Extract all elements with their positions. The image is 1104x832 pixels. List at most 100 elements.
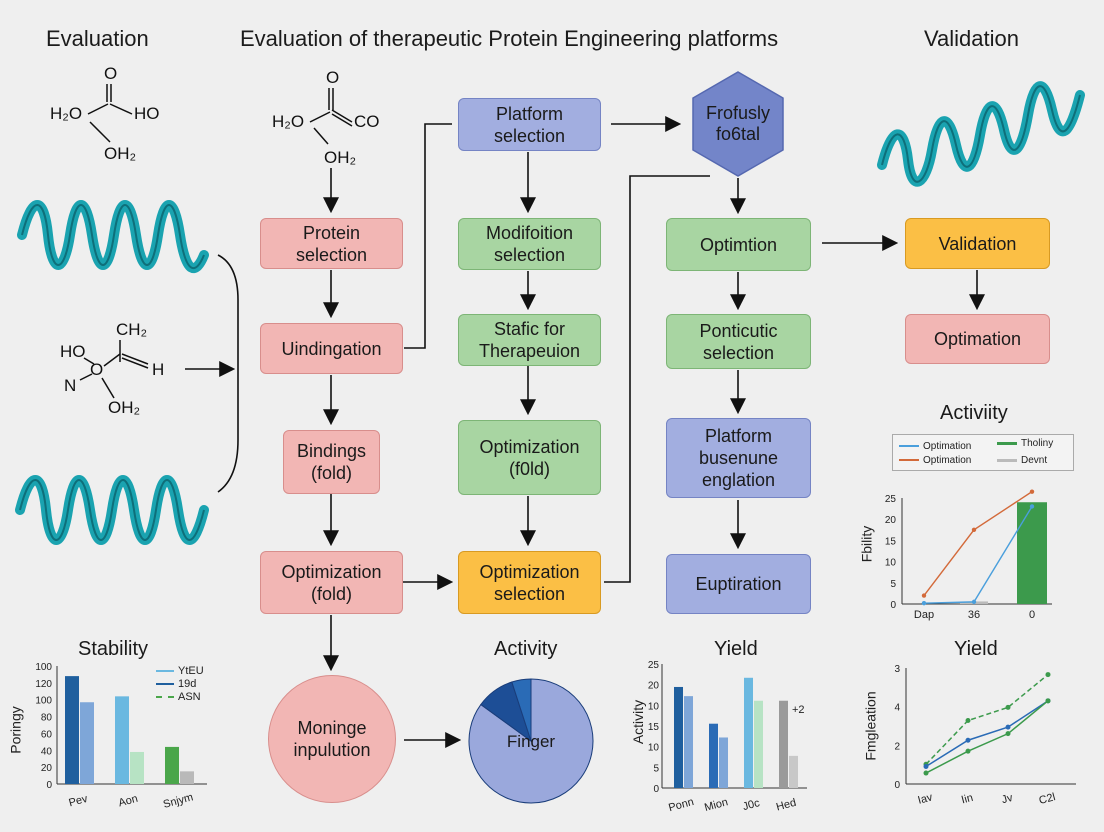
yield-bar-annotation: +2 xyxy=(792,704,805,716)
flow-circle-moninge: Moninge inpulution xyxy=(268,675,396,803)
right-header: Validation xyxy=(924,26,1019,51)
y-tick-label: 40 xyxy=(41,746,53,757)
y-tick-label: 10 xyxy=(648,743,660,754)
bar xyxy=(674,686,683,788)
series-line xyxy=(925,700,1049,768)
y-tick-label: 3 xyxy=(894,664,900,675)
flow-box-optimation: Optimation xyxy=(905,314,1050,364)
activiity-legend: Optimation Optimation Tholiny Devnt xyxy=(892,434,1074,471)
series-line xyxy=(923,491,1033,596)
page-title: Evaluation of therapeutic Protein Engine… xyxy=(240,26,779,51)
y-tick-label: 5 xyxy=(653,763,659,774)
y-tick-label: 0 xyxy=(46,780,52,791)
y-tick-label: 20 xyxy=(41,763,53,774)
activiity-y-label: Fbility xyxy=(858,525,875,563)
flow-box-uindingation: Uindingation xyxy=(260,323,403,374)
data-point xyxy=(921,600,927,606)
data-point xyxy=(1005,731,1011,737)
stability-legend: YtEU 19d ASN xyxy=(156,665,204,704)
activiity-chart-title: Activiity xyxy=(940,402,1008,424)
bar xyxy=(744,677,753,788)
x-tick-label: Ponn xyxy=(667,796,695,814)
series-line xyxy=(925,700,1049,774)
stability-chart-title: Stability xyxy=(78,638,149,660)
y-tick-label: 60 xyxy=(41,729,53,740)
legend-item: Optimation xyxy=(899,441,971,452)
left-header: Evaluation xyxy=(46,26,149,51)
y-tick-label: 10 xyxy=(648,701,660,712)
bar xyxy=(719,737,728,788)
legend-item: 19d xyxy=(156,678,204,691)
series-line xyxy=(923,506,1033,604)
bond-lines-icon xyxy=(79,340,149,399)
data-point xyxy=(1005,704,1011,710)
bar xyxy=(754,700,763,788)
data-point xyxy=(921,593,927,598)
data-point xyxy=(971,527,977,532)
bar xyxy=(165,746,179,784)
data-point xyxy=(971,599,977,605)
flow-box-platform-busenune: Platform busenune englation xyxy=(666,418,811,498)
flow-box-ponticutic-selection: Ponticutic selection xyxy=(666,314,811,369)
x-tick-label: 0 xyxy=(1029,609,1035,621)
x-tick-label: Iin xyxy=(960,792,974,807)
legend-swatch-icon xyxy=(997,458,1017,462)
x-tick-label: 36 xyxy=(968,609,980,621)
pie-slice-label: Finger xyxy=(507,732,556,751)
data-point xyxy=(965,748,971,754)
yield-line-y-label: Fmgleation xyxy=(862,691,879,761)
legend-swatch-icon xyxy=(156,670,174,673)
y-tick-label: 4 xyxy=(894,703,900,714)
x-tick-label: C2l xyxy=(1038,791,1057,807)
flow-box-stafic-therapeuion: Stafic for Therapeuion xyxy=(458,314,601,366)
bar xyxy=(779,700,788,788)
x-tick-label: Iav xyxy=(917,791,935,807)
flow-box-euptiration: Euptiration xyxy=(666,554,811,614)
bar xyxy=(684,696,693,788)
y-tick-label: 25 xyxy=(885,494,897,505)
protein-helix-icon xyxy=(877,81,1085,187)
legend-swatch-icon xyxy=(997,441,1017,445)
pie-slice xyxy=(511,678,532,742)
y-tick-label: 15 xyxy=(648,722,660,733)
bar xyxy=(80,702,94,784)
bar xyxy=(180,771,194,784)
data-point xyxy=(1045,672,1051,678)
flow-box-optimization-fold: Optimization (fold) xyxy=(260,551,403,614)
legend-item: Optimation xyxy=(899,455,971,466)
bar xyxy=(130,751,144,784)
bond-lines-icon xyxy=(87,84,133,143)
stability-y-label: Poringy xyxy=(7,706,24,754)
yield-bar-title: Yield xyxy=(714,638,758,660)
hexagon-shape xyxy=(692,71,784,177)
y-tick-label: 0 xyxy=(894,780,900,791)
x-tick-label: Dap xyxy=(914,609,934,621)
legend-item: Tholiny xyxy=(997,438,1053,449)
data-point xyxy=(1005,724,1011,730)
x-tick-label: Hed xyxy=(775,797,798,814)
data-point xyxy=(923,770,929,776)
flow-box-bindings: Bindings (fold) xyxy=(283,430,380,494)
flow-box-protein-selection: Protein selection xyxy=(260,218,403,269)
y-tick-label: 2 xyxy=(894,741,900,752)
data-point xyxy=(1029,504,1035,509)
legend-swatch-icon xyxy=(156,696,174,699)
x-tick-label: Jv xyxy=(1000,792,1014,807)
data-point xyxy=(923,763,929,769)
x-tick-label: Pev xyxy=(68,793,90,810)
bar xyxy=(709,723,718,788)
flow-box-optimization-selection: Optimization selection xyxy=(458,551,601,614)
y-tick-label: 100 xyxy=(35,696,52,707)
y-tick-label: 0 xyxy=(653,784,659,795)
flow-box-optimization-f0ld: Optimization (f0ld) xyxy=(458,420,601,495)
bond-lines-icon xyxy=(309,88,353,145)
flow-box-optimtion: Optimtion xyxy=(666,218,811,271)
x-tick-label: Aon xyxy=(117,793,139,810)
y-tick-label: 120 xyxy=(35,679,52,690)
activity-pie-chart: Finger xyxy=(468,678,594,804)
series-line xyxy=(925,673,1049,765)
